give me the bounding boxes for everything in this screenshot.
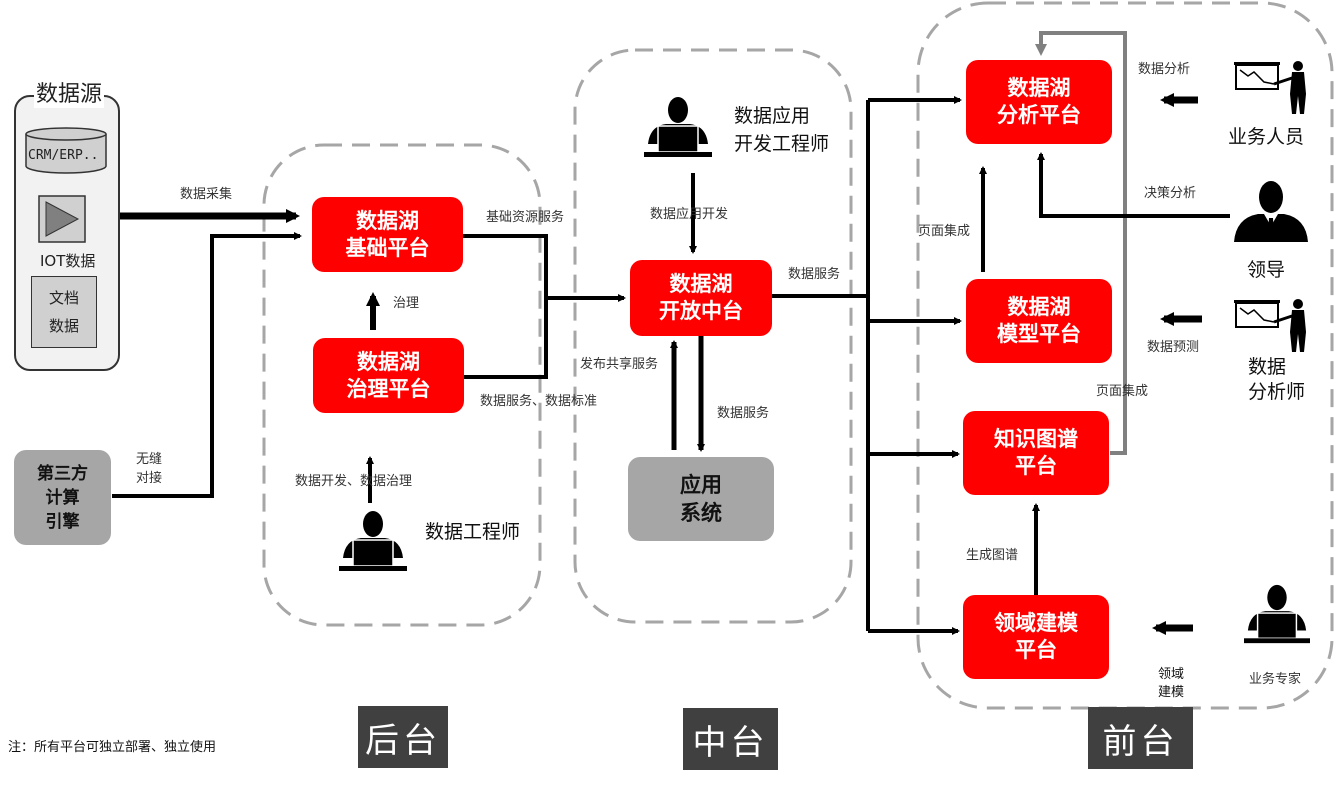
document-icon: 文档 数据	[31, 276, 97, 348]
model-platform-line-1: 数据湖	[1007, 295, 1071, 319]
label-governance: 治理	[393, 296, 420, 311]
leader-label: 领导	[1247, 259, 1286, 281]
wire-base-out	[462, 234, 548, 379]
doc-line-2: 数据	[48, 317, 79, 335]
business-staff-label: 业务人员	[1228, 126, 1305, 148]
iot-data-label: IOT数据	[40, 252, 96, 270]
label-publish-share: 发布共享服务	[580, 357, 659, 372]
label-data-analysis: 数据分析	[1138, 62, 1191, 77]
business-expert-label: 业务专家	[1249, 672, 1302, 687]
crm-erp-label: CRM/ERP..	[28, 148, 99, 163]
label-data-service-out: 数据服务	[788, 267, 841, 282]
governance-platform-box[interactable]: 数据湖 治理平台	[313, 338, 464, 413]
backend-region	[262, 143, 542, 627]
knowledge-graph-platform-box[interactable]: 知识图谱 平台	[963, 411, 1109, 495]
governance-platform-line-1: 数据湖	[357, 349, 420, 374]
data-engineer-icon	[339, 511, 407, 571]
data-engineer-label: 数据工程师	[425, 521, 521, 543]
label-generate-graph: 生成图谱	[966, 548, 1019, 563]
arrow-page-integration-kg	[1035, 31, 1127, 455]
doc-line-1: 文档	[48, 289, 79, 307]
tier-label-frontend: 前台	[1088, 707, 1193, 769]
label-domain-modeling-2: 建模	[1158, 685, 1185, 700]
label-page-integration-2: 页面集成	[1096, 384, 1149, 399]
knowledge-graph-line-1: 知识图谱	[994, 427, 1078, 451]
footnote: 注：所有平台可独立部署、独立使用	[8, 740, 217, 755]
tier-label-middle: 中台	[683, 708, 778, 770]
label-data-collection: 数据采集	[180, 187, 233, 202]
label-app-dev: 数据应用开发	[650, 207, 729, 222]
model-platform-box[interactable]: 数据湖 模型平台	[966, 279, 1112, 363]
middle-region	[573, 48, 853, 624]
business-staff-presenter-icon	[1234, 61, 1306, 114]
label-data-service-app: 数据服务	[717, 406, 770, 421]
leader-icon	[1234, 181, 1308, 242]
domain-modeling-line-2: 平台	[1015, 638, 1057, 662]
app-system-line-2: 系统	[680, 501, 722, 525]
model-platform-line-2: 模型平台	[997, 322, 1081, 346]
app-dev-engineer-label-2: 开发工程师	[734, 133, 830, 155]
database-cylinder-icon	[25, 127, 107, 174]
third-party-line-1: 第三方	[37, 463, 88, 484]
label-domain-modeling-1: 领域	[1158, 667, 1185, 682]
analysis-platform-line-2: 分析平台	[997, 103, 1081, 127]
data-source-title: 数据源	[34, 82, 105, 108]
app-system-box[interactable]: 应用 系统	[628, 457, 774, 541]
label-seamless-1: 无缝	[136, 452, 163, 467]
third-party-line-3: 引擎	[45, 511, 80, 532]
open-middle-line-2: 开放中台	[659, 299, 743, 323]
label-page-integration-1: 页面集成	[918, 224, 971, 239]
app-system-line-1: 应用	[680, 473, 722, 497]
base-platform-box[interactable]: 数据湖 基础平台	[312, 197, 463, 272]
tier-label-backend: 后台	[358, 706, 448, 768]
label-decision-analysis: 决策分析	[1144, 186, 1197, 201]
domain-modeling-platform-box[interactable]: 领域建模 平台	[963, 595, 1109, 679]
base-platform-line-2: 基础平台	[345, 235, 430, 260]
frontend-region	[916, 1, 1334, 710]
business-expert-icon	[1244, 584, 1310, 644]
arrow-third-party	[112, 232, 302, 498]
label-data-prediction: 数据预测	[1147, 340, 1200, 355]
label-data-service-standard: 数据服务、数据标准	[480, 394, 598, 409]
app-dev-engineer-icon	[644, 97, 712, 157]
analyst-presenter-icon	[1234, 299, 1306, 352]
domain-modeling-line-1: 领域建模	[994, 611, 1078, 635]
analysis-platform-line-1: 数据湖	[1007, 76, 1071, 100]
label-base-resource-service: 基础资源服务	[486, 210, 565, 225]
analyst-label-1: 数据	[1248, 356, 1287, 378]
play-icon	[38, 195, 86, 243]
third-party-engine-box[interactable]: 第三方 计算 引擎	[14, 450, 111, 545]
governance-platform-line-2: 治理平台	[346, 376, 431, 401]
app-dev-engineer-label-1: 数据应用	[734, 105, 811, 127]
open-middle-line-1: 数据湖	[669, 272, 733, 296]
base-platform-line-1: 数据湖	[356, 208, 419, 233]
analyst-label-2: 分析师	[1248, 381, 1306, 403]
arrow-decision-analysis	[1037, 152, 1230, 218]
analysis-platform-box[interactable]: 数据湖 分析平台	[966, 60, 1112, 144]
label-seamless-2: 对接	[136, 471, 163, 486]
open-middle-platform-box[interactable]: 数据湖 开放中台	[630, 260, 772, 336]
label-dev-governance: 数据开发、数据治理	[295, 474, 413, 489]
knowledge-graph-line-2: 平台	[1015, 454, 1057, 478]
third-party-line-2: 计算	[45, 487, 80, 508]
